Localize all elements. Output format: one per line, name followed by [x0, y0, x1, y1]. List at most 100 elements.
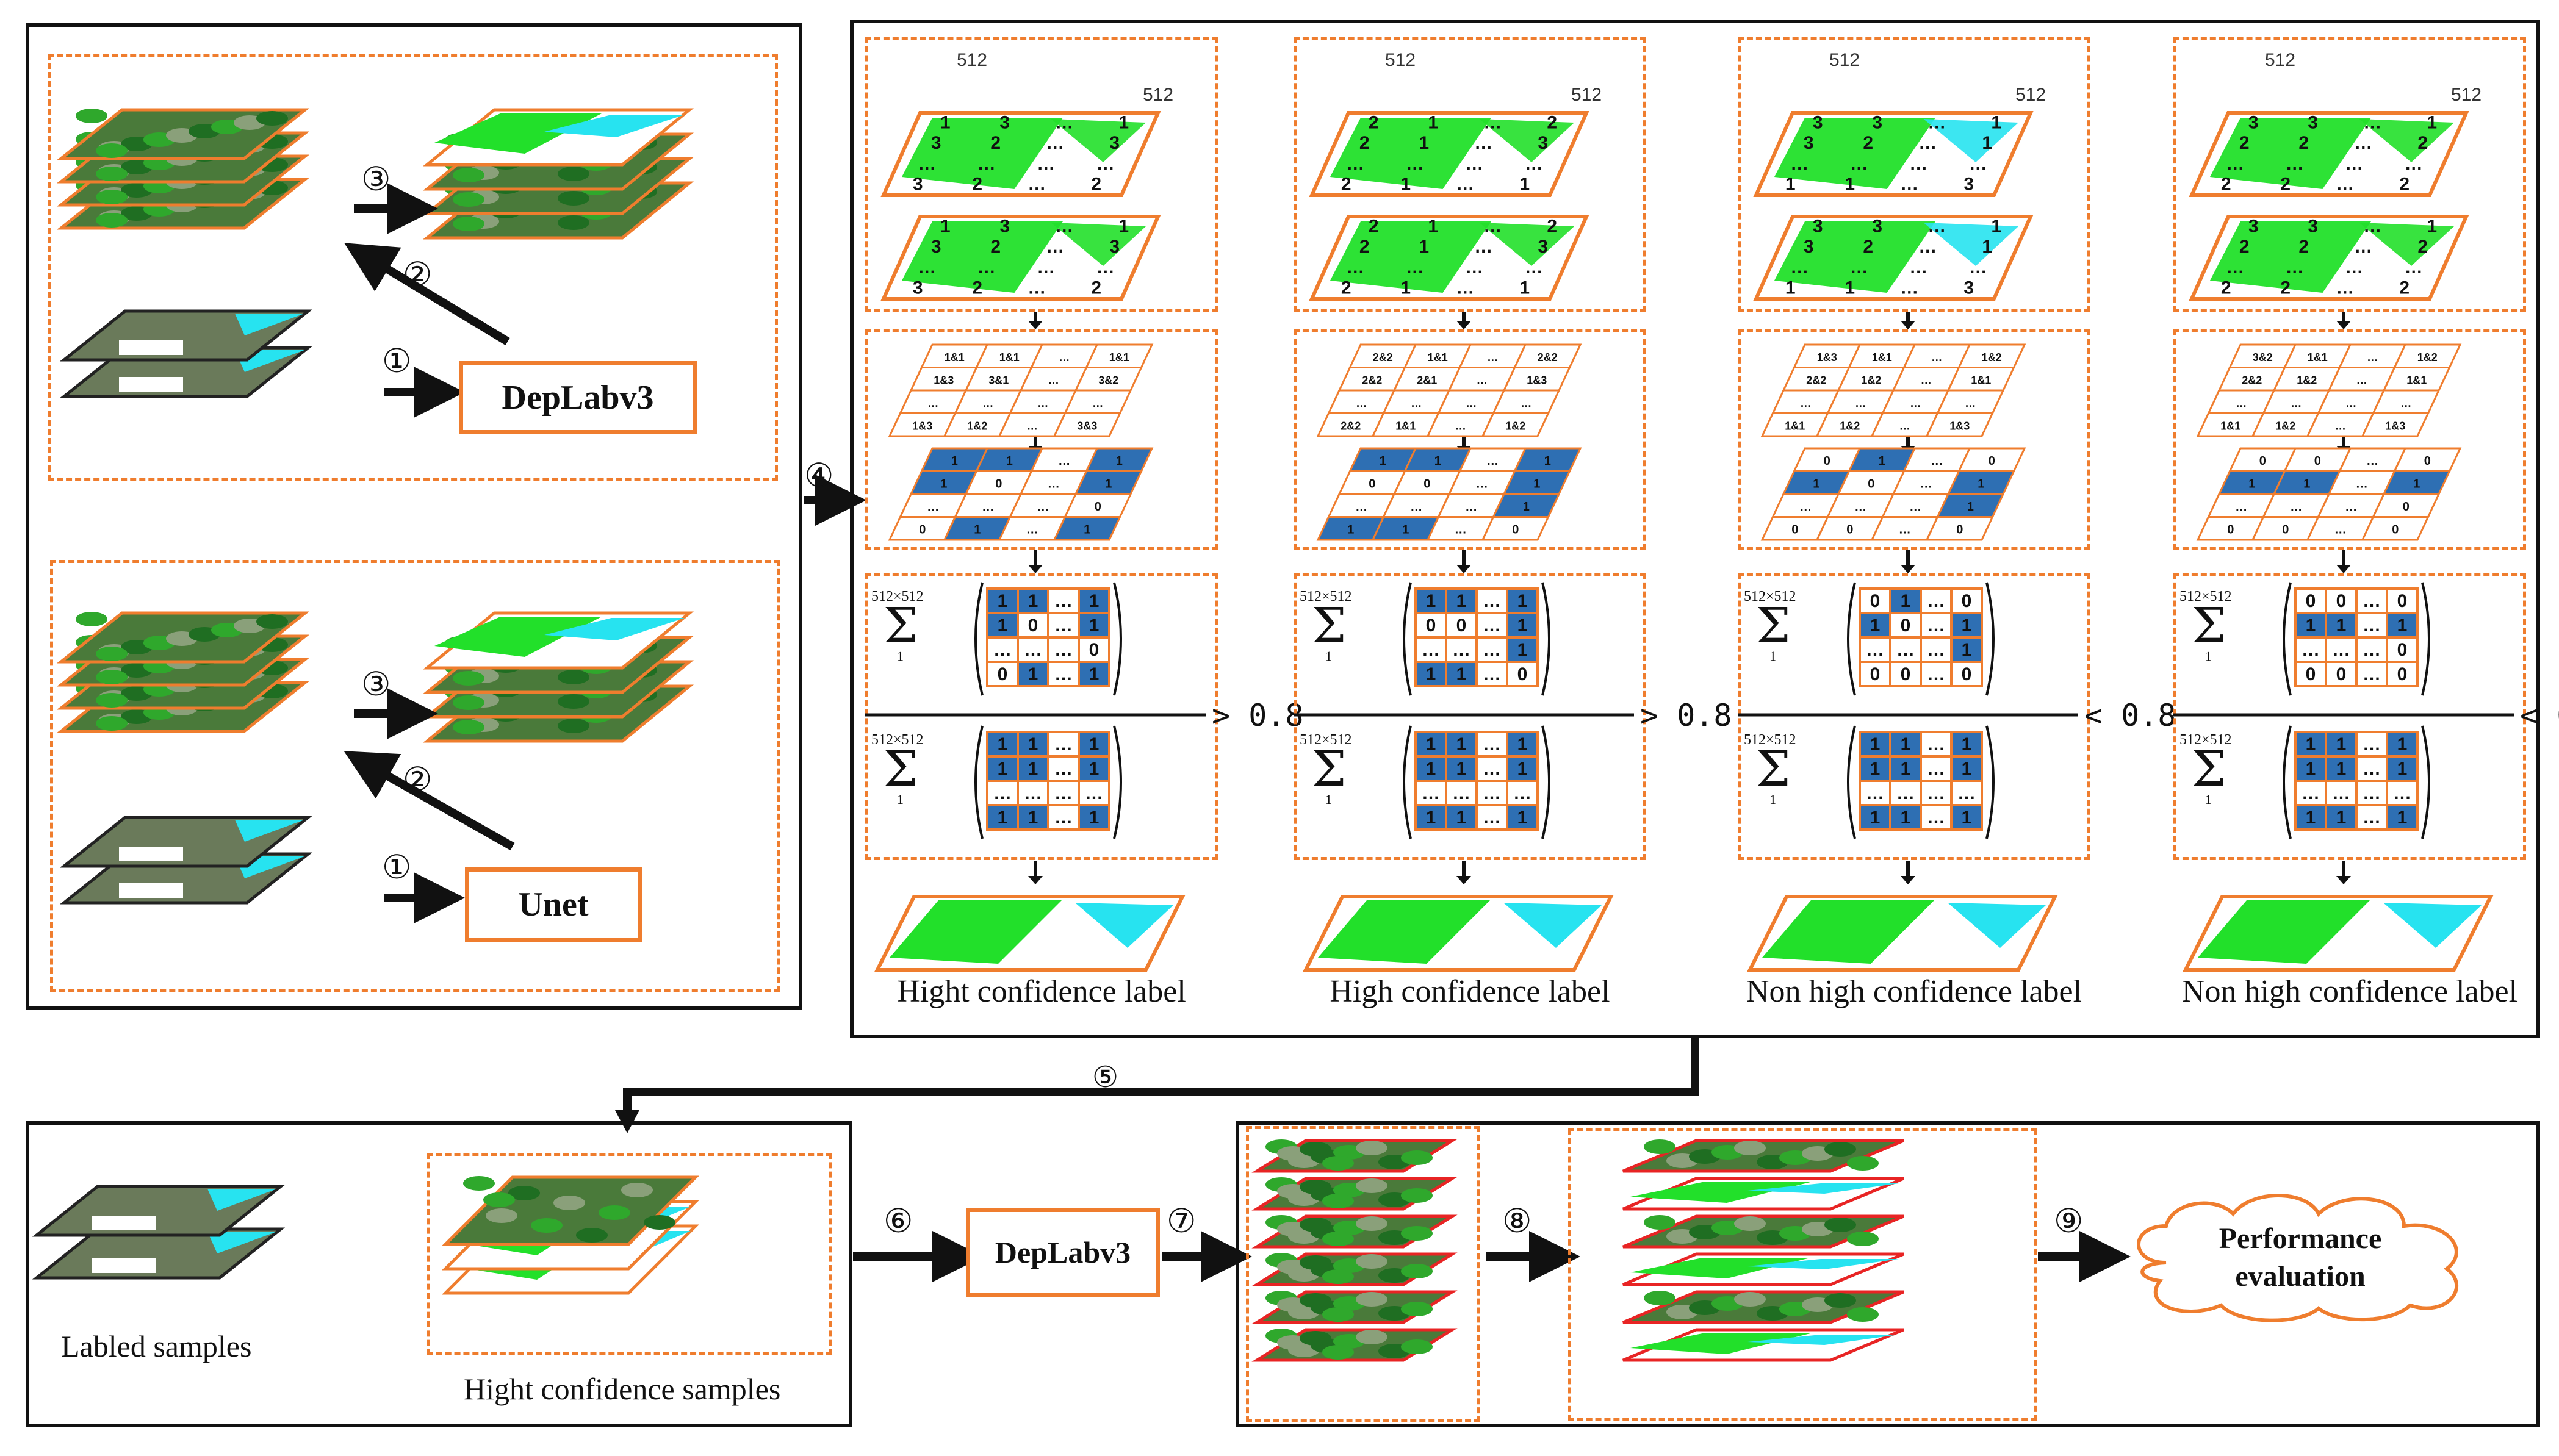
matrix-cell: 1 [1870, 759, 1881, 779]
matrix-cell: … [1957, 783, 1976, 803]
pair-cell: 2&2 [2242, 375, 2262, 387]
grid-number: 2 [2221, 174, 2231, 195]
sigma-icon: Σ [884, 597, 918, 654]
matrix-cell: 1 [998, 591, 1008, 611]
matrix-cell: 1 [2397, 808, 2408, 828]
pair-cell: 1&1 [2308, 351, 2328, 364]
grid-number: … [1483, 112, 1502, 132]
pair-cell: 1&2 [2297, 375, 2317, 387]
matrix-cell: 1 [1089, 759, 1100, 779]
grid-number: 2 [1359, 237, 1370, 257]
grid-number: 3 [1963, 278, 1974, 298]
matrix-cell: 0 [1901, 664, 1911, 684]
pair-cell: 2&2 [1362, 375, 1382, 387]
grid-number: 1 [1785, 174, 1796, 195]
matrix-cell: 1 [1456, 734, 1467, 755]
pair-cell: 1 [1523, 500, 1530, 514]
grid-number: … [1909, 257, 1927, 278]
threshold-comparison: > 0.8 [1212, 698, 1304, 733]
pair-cell: 0 [995, 478, 1002, 491]
pair-grid-group-1 [865, 329, 1218, 550]
confidence-caption-2: High confidence label [1330, 974, 1610, 1009]
sum-upper-limit: 512×512 [2179, 732, 2232, 748]
grid-number: 3 [1872, 216, 1882, 236]
grid-number: 2 [990, 133, 1001, 153]
pair-cell: … [1799, 500, 1812, 514]
matrix-cell: 1 [1870, 734, 1881, 755]
sum-upper-limit: 512×512 [1744, 732, 1796, 748]
matrix-cell: 0 [1089, 640, 1100, 660]
pair-cell: 1 [1380, 454, 1386, 468]
pair-cell: … [1355, 500, 1367, 514]
pair-cell: 1&2 [1982, 351, 2002, 364]
matrix-cell: … [1452, 640, 1470, 660]
pair-cell: 1&1 [945, 351, 965, 364]
matrix-cell: 0 [2397, 591, 2408, 611]
pair-cell: 0 [1989, 454, 1995, 468]
grid-number: 3 [1963, 174, 1974, 195]
sigma-icon: Σ [1756, 597, 1791, 654]
grid-number: 2 [2298, 237, 2309, 257]
pair-cell: 1 [1813, 478, 1819, 491]
matrix-cell: 1 [1962, 808, 1972, 828]
matrix-cell: … [1927, 591, 1945, 611]
grid-number: 1 [1845, 174, 1855, 195]
ratio-group-4 [2173, 573, 2526, 860]
grid-number: … [1046, 133, 1064, 153]
pair-cell: 1&2 [2275, 420, 2295, 432]
matrix-cell: 1 [1517, 734, 1528, 755]
pair-cell: 2&1 [1417, 375, 1437, 387]
training-panel [26, 23, 802, 1010]
step-7: ⑦ [1167, 1202, 1197, 1240]
pair-cell: … [1854, 500, 1866, 514]
matrix-cell: 1 [1089, 591, 1100, 611]
matrix-cell: 1 [1089, 664, 1100, 684]
pair-cell: … [1466, 397, 1477, 409]
labeled-samples-caption: Labled samples [61, 1329, 252, 1363]
grid-number: 1 [940, 216, 951, 236]
high-confidence-samples-group [427, 1153, 832, 1355]
matrix-cell: … [1452, 783, 1470, 803]
pair-cell: … [1048, 478, 1060, 491]
matrix-cell: 1 [1089, 615, 1100, 636]
grid-number: … [1474, 133, 1492, 153]
pair-cell: … [1465, 500, 1477, 514]
grid-number: … [977, 154, 996, 174]
matrix-cell: … [1054, 591, 1073, 611]
matrix-cell: … [1927, 759, 1945, 779]
pair-cell: 0 [1369, 478, 1375, 491]
pair-cell: 0 [2314, 454, 2321, 468]
ratio-group-1 [865, 573, 1218, 860]
matrix-cell: 1 [1456, 759, 1467, 779]
matrix-cell: 1 [1426, 808, 1436, 828]
pair-cell: … [1037, 397, 1048, 409]
grid-number: … [1927, 112, 1946, 132]
grid-number: 2 [972, 174, 982, 195]
matrix-cell: 1 [1962, 734, 1972, 755]
grid-number: … [2336, 278, 2354, 298]
matrix-cell: … [2363, 783, 2381, 803]
matrix-cell: 0 [2336, 664, 2347, 684]
grid-number: … [1346, 257, 1364, 278]
pair-cell: 1&2 [1861, 375, 1881, 387]
pair-cell: 1 [1978, 478, 1984, 491]
pair-cell: 0 [2259, 454, 2266, 468]
matrix-cell: 1 [1517, 615, 1528, 636]
pair-cell: 0 [2282, 523, 2289, 537]
matrix-cell: … [1054, 808, 1073, 828]
grid-number: 3 [913, 174, 923, 195]
matrix-cell: … [993, 640, 1012, 660]
grid-number: 2 [2417, 237, 2428, 257]
grid-number: 3 [1813, 112, 1823, 132]
pair-cell: … [927, 500, 939, 514]
grid-number: 1 [1991, 112, 2001, 132]
matrix-cell: 1 [1028, 664, 1038, 684]
sum-upper-limit: 512×512 [1744, 589, 1796, 604]
sum-upper-limit: 512×512 [2179, 589, 2232, 604]
matrix-cell: … [1483, 664, 1501, 684]
matrix-cell: … [2363, 808, 2381, 828]
matrix-cell: … [2302, 640, 2320, 660]
step-9: ⑨ [2054, 1202, 2084, 1240]
grid-number: … [2405, 257, 2423, 278]
pair-cell: … [1356, 397, 1367, 409]
